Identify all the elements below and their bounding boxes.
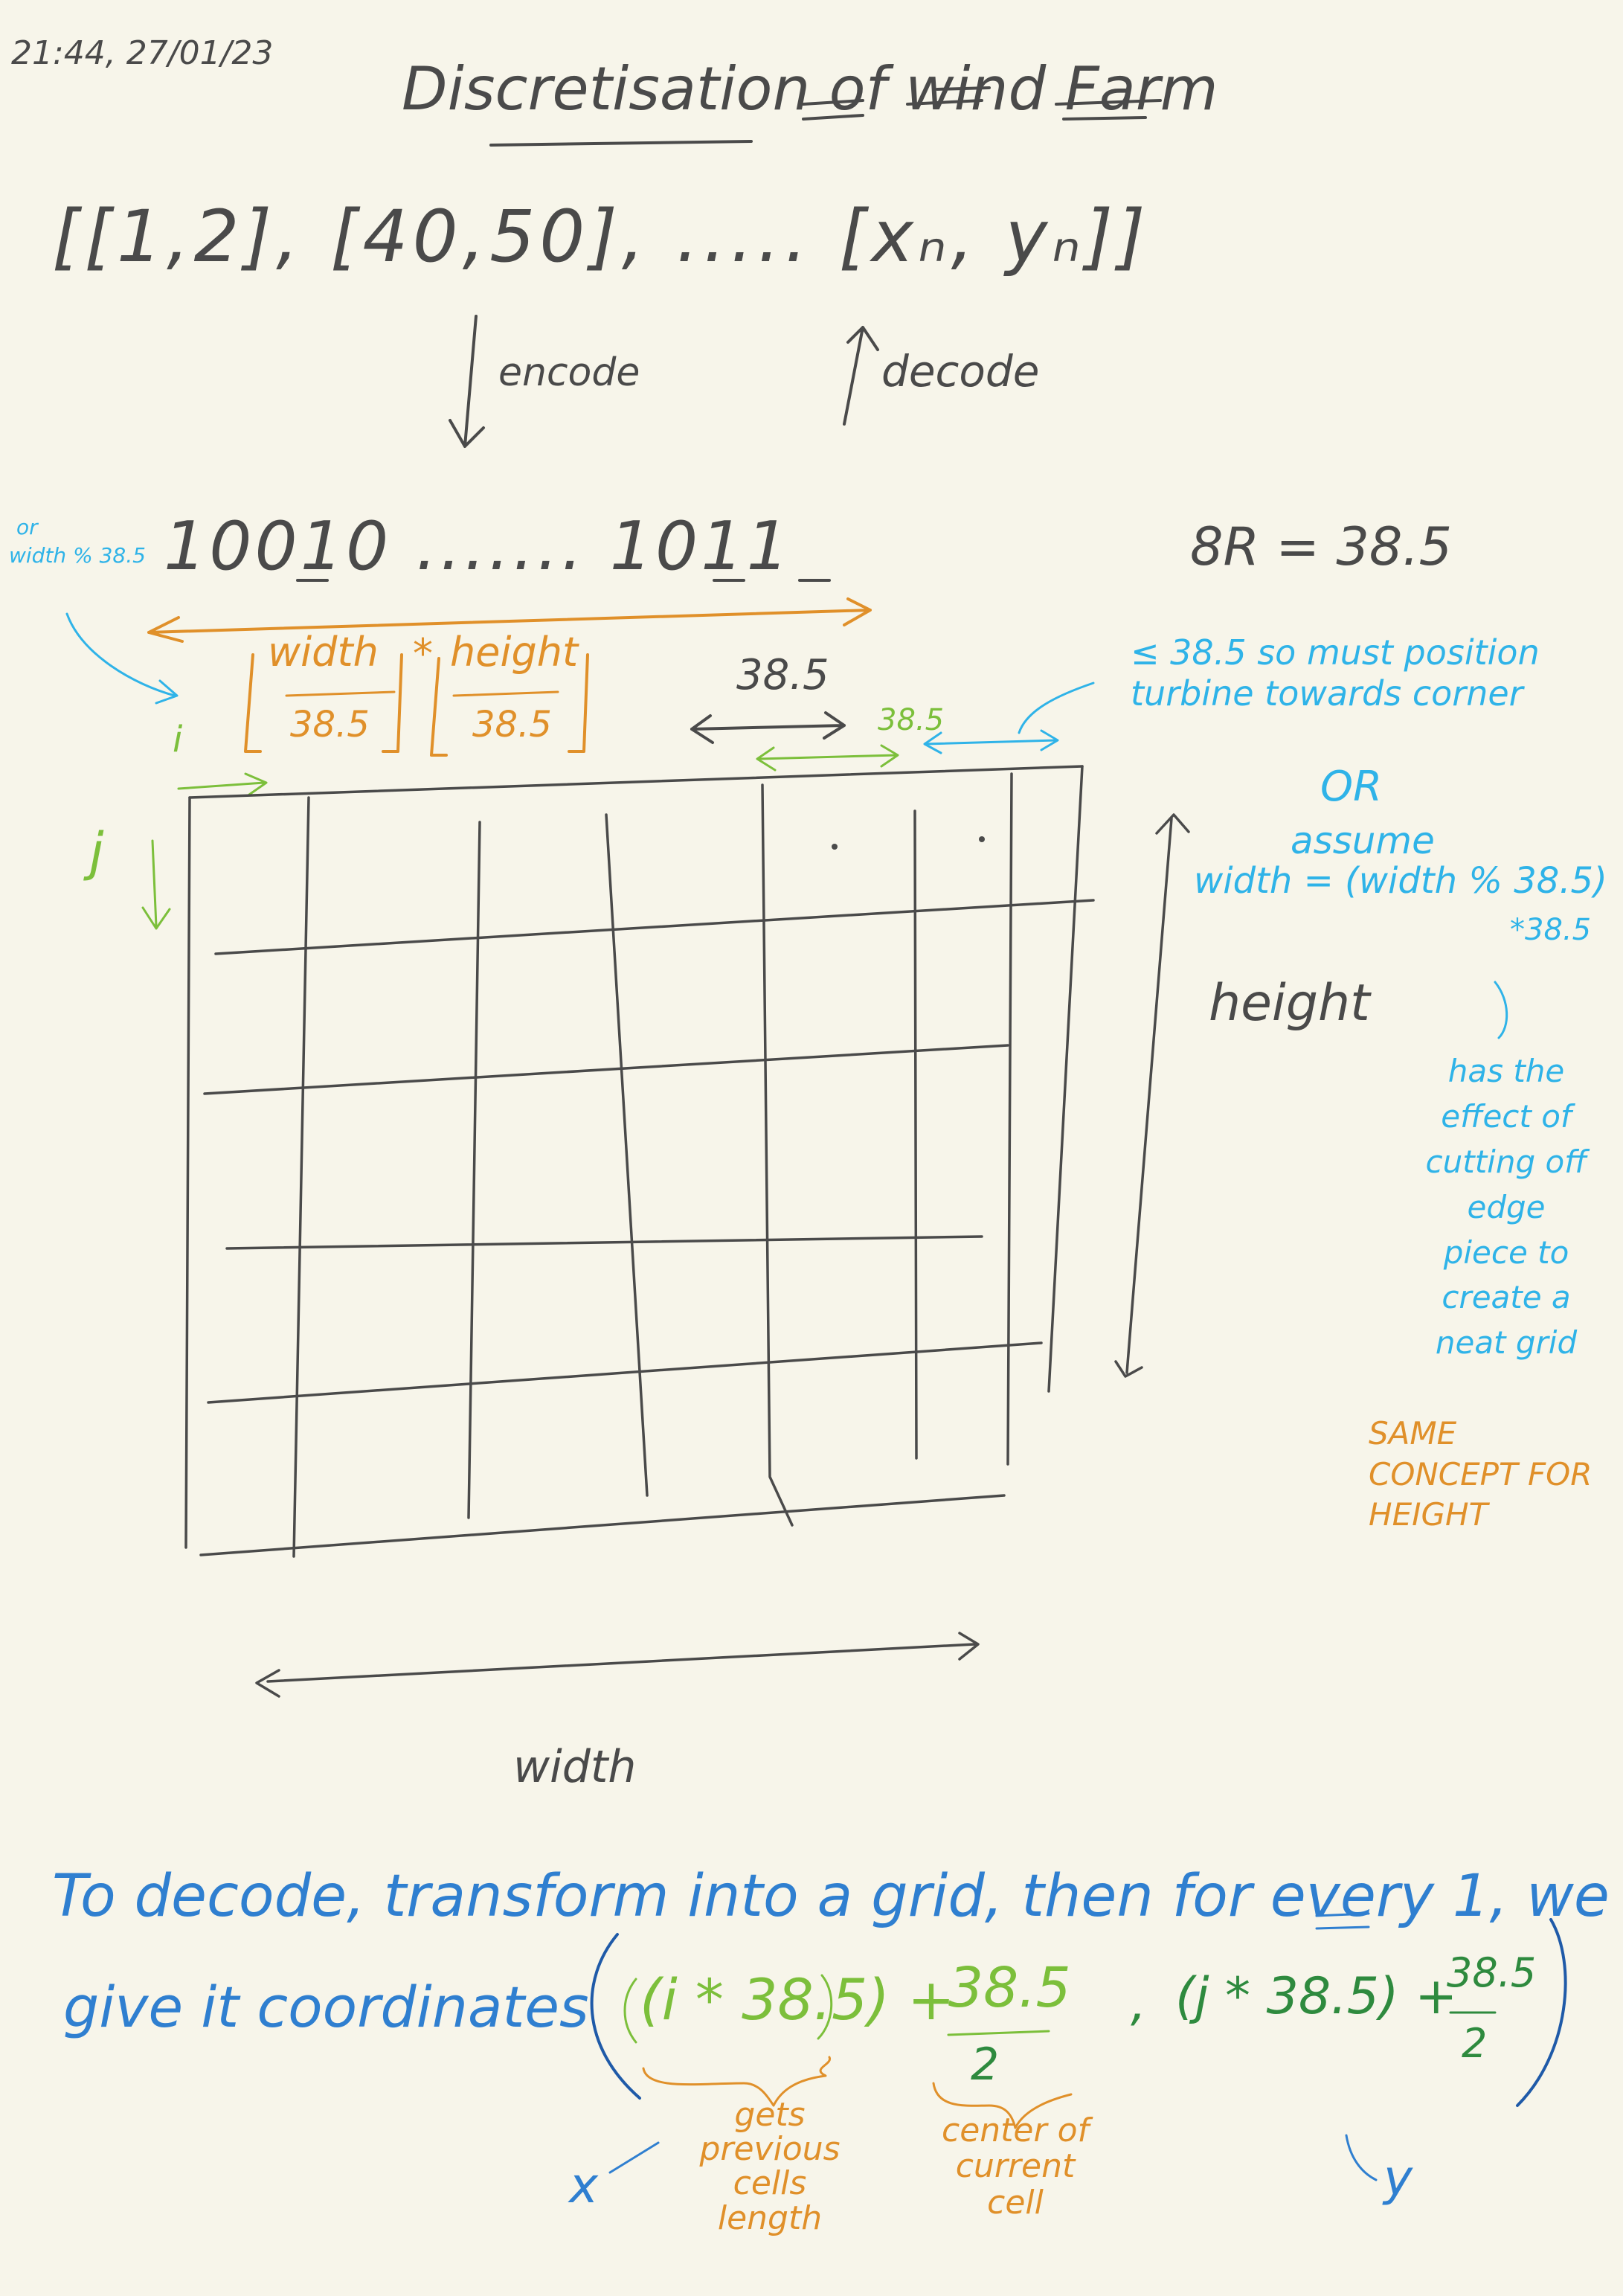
encode-arrow — [449, 315, 485, 448]
formula-comma: , — [1131, 1975, 1146, 2032]
formula-y-numerator: 38.5 — [1447, 1949, 1537, 1996]
cell-size-label: 38.5 — [736, 651, 829, 699]
height-arrow — [1114, 813, 1190, 1378]
title-underline — [489, 140, 753, 147]
timestamp: 21:44, 27/01/23 — [11, 34, 274, 72]
brace-prev-cells — [642, 2056, 831, 2107]
j-label: j — [89, 821, 104, 882]
encode-label: encode — [498, 350, 640, 395]
edge-note: ≤ 38.5 so must position turbine towards … — [1131, 632, 1540, 714]
floor-bracket-width — [244, 653, 403, 753]
i-label: i — [173, 719, 183, 760]
cell-size-label-green: 38.5 — [878, 703, 945, 737]
width-equation: width = (width % 38.5) — [1194, 860, 1607, 902]
or-pointer-arrow — [65, 612, 179, 705]
decode-instruction-line1: To decode, transform into a grid, then f… — [52, 1863, 1610, 1930]
formula-y-denominator: 2 — [1462, 2020, 1488, 2067]
formula-paren-left — [590, 1933, 641, 2100]
width-arrow — [255, 1632, 980, 1698]
title-underline — [802, 99, 864, 121]
height-label: height — [1209, 974, 1370, 1033]
prev-cells-note: gets previous cells length — [699, 2096, 841, 2237]
formula-paren-right — [1516, 1918, 1567, 2107]
effect-note: has the effect of cutting off edge piece… — [1425, 1053, 1587, 1362]
grid-lines — [184, 765, 1095, 1558]
or-note: OR — [1320, 763, 1382, 811]
bitstring: 10010 ....... 1011 — [164, 507, 792, 586]
bitstring-span-arrow — [147, 597, 872, 643]
height-fraction-numerator: height — [450, 629, 579, 676]
i-arrow — [177, 772, 268, 796]
times-note: *38.5 — [1510, 913, 1592, 947]
formula-y: (j * 38.5) + — [1175, 1967, 1458, 2026]
width-fraction-numerator: width — [268, 629, 379, 676]
or-label: or — [16, 515, 38, 539]
coordinate-list: [[1,2], [40,50], ..... [xₙ, yₙ]] — [52, 195, 1150, 278]
height-fraction-denominator: 38.5 — [472, 704, 552, 745]
width-label: width — [513, 1741, 637, 1793]
formula-x-numerator: 38.5 — [948, 1956, 1071, 2020]
or-width-label: width % 38.5 — [9, 543, 146, 568]
decode-instruction-line2: give it coordinates — [63, 1974, 589, 2040]
width-fraction-denominator: 38.5 — [290, 704, 370, 745]
y-label: y — [1383, 2149, 1413, 2207]
decode-label: decode — [881, 346, 1040, 397]
decode-arrow — [843, 326, 879, 426]
cell-size-arrow — [690, 711, 846, 744]
assume-note: assume — [1291, 819, 1435, 862]
same-concept-note: SAME CONCEPT FOR HEIGHT — [1369, 1415, 1593, 1533]
page-title: Discretisation of wind Farm — [402, 54, 1218, 124]
center-note: center of current cell — [942, 2111, 1089, 2222]
br-equation: 8R = 38.5 — [1190, 516, 1453, 577]
floor-bracket-height — [430, 653, 589, 757]
mult-sign: * — [413, 630, 433, 677]
brace-center — [932, 2082, 1073, 2129]
title-underline — [906, 86, 991, 106]
formula-x: (i * 38.5) + — [640, 1966, 955, 2033]
x-label: x — [569, 2157, 599, 2214]
formula-x-denominator: 2 — [971, 2039, 1000, 2091]
edge-remainder-arrow — [923, 729, 1059, 754]
cell-size-arrow-green — [756, 744, 899, 772]
j-arrow — [141, 839, 171, 930]
title-underline — [1055, 99, 1162, 121]
